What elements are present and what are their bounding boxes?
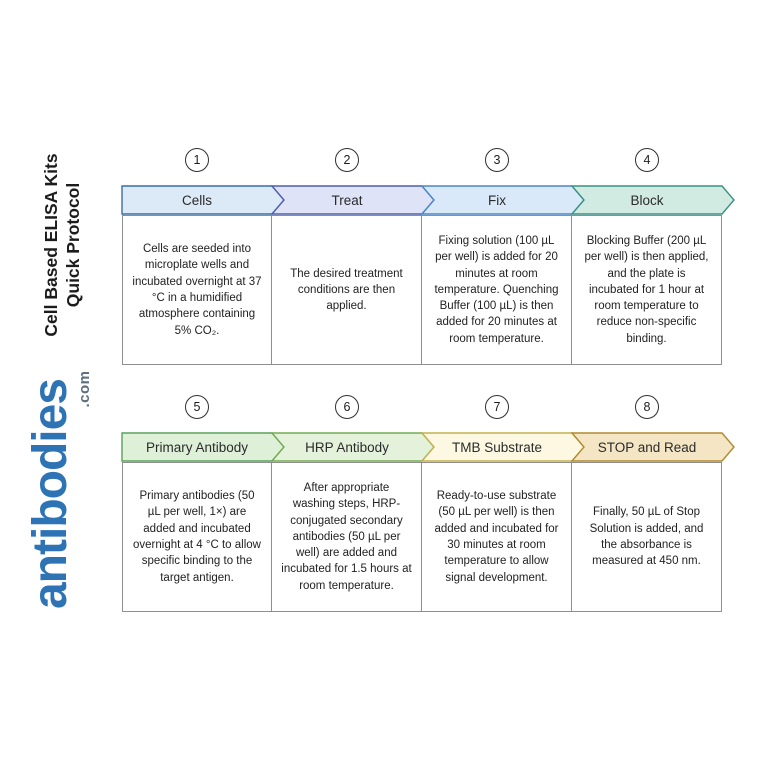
step-banner-label: Treat <box>331 192 363 208</box>
step-description-text: Finally, 50 µL of Stop Solution is added… <box>589 506 704 568</box>
step-3-fix: 3 Fix Fixing solution (100 µL per well) … <box>420 148 585 365</box>
step-number: 7 <box>493 400 501 414</box>
step-description-text: Fixing solution (100 µL per well) is add… <box>434 234 559 345</box>
step-description-box: Cells are seeded into microplate wells a… <box>122 215 272 365</box>
step-banner: Cells <box>121 185 285 215</box>
step-number: 4 <box>643 153 651 167</box>
diagram-title-line1: Cell Based ELISA Kits <box>41 153 61 337</box>
step-description-text: The desired treatment conditions are the… <box>290 267 403 313</box>
step-description-text: Primary antibodies (50 µL per well, 1×) … <box>133 490 261 584</box>
step-banner-label: STOP and Read <box>597 439 697 455</box>
step-7-tmb-substrate: 7 TMB Substrate Ready-to-use substrate (… <box>420 395 585 612</box>
step-description-box: Ready-to-use substrate (50 µL per well) … <box>422 462 572 612</box>
step-banner: HRP Antibody <box>270 432 435 462</box>
step-banner: Fix <box>420 185 585 215</box>
step-1-cells: 1 Cells Cells are seeded into microplate… <box>121 148 285 365</box>
step-banner-label: Block <box>630 192 664 208</box>
chevron-banner-shape <box>570 432 735 462</box>
protocol-row-1: 1 Cells Cells are seeded into microplate… <box>121 148 735 365</box>
brand-wordmark: antibodies <box>24 378 77 610</box>
step-description-text: Ready-to-use substrate (50 µL per well) … <box>434 490 559 584</box>
protocol-row-2: 5 Primary Antibody Primary antibodies (5… <box>121 395 735 612</box>
chevron-polygon <box>570 432 735 462</box>
step-number: 8 <box>643 400 651 414</box>
step-description-box: After appropriate washing steps, HRP-con… <box>272 462 422 612</box>
step-number-badge: 5 <box>185 395 209 419</box>
step-8-stop-and-read: 8 STOP and Read Finally, 50 µL of Stop S… <box>570 395 735 612</box>
step-number: 2 <box>343 153 351 167</box>
step-number-badge: 8 <box>635 395 659 419</box>
step-banner-label: TMB Substrate <box>451 439 543 455</box>
diagram-title-line2: Quick Protocol <box>63 182 83 308</box>
step-banner: Treat <box>270 185 435 215</box>
step-description-box: Fixing solution (100 µL per well) is add… <box>422 215 572 365</box>
step-number-badge: 3 <box>485 148 509 172</box>
step-banner-label: Cells <box>181 192 212 208</box>
step-description-box: The desired treatment conditions are the… <box>272 215 422 365</box>
step-number: 3 <box>493 153 501 167</box>
step-description-box: Finally, 50 µL of Stop Solution is added… <box>572 462 722 612</box>
step-number-badge: 2 <box>335 148 359 172</box>
step-number: 5 <box>193 400 201 414</box>
step-banner: STOP and Read <box>570 432 735 462</box>
step-description-box: Primary antibodies (50 µL per well, 1×) … <box>122 462 272 612</box>
diagram-title: Cell Based ELISA Kits Quick Protocol <box>40 120 86 370</box>
step-banner: Primary Antibody <box>121 432 285 462</box>
step-banner-label: Primary Antibody <box>145 439 249 455</box>
brand-tld: .com <box>76 370 93 408</box>
step-description-box: Blocking Buffer (200 µL per well) is the… <box>572 215 722 365</box>
step-4-block: 4 Block Blocking Buffer (200 µL per well… <box>570 148 735 365</box>
step-banner-label: HRP Antibody <box>305 439 389 455</box>
chevron-polygon <box>570 185 735 215</box>
step-banner: TMB Substrate <box>420 432 585 462</box>
step-banner: Block <box>570 185 735 215</box>
step-number-badge: 6 <box>335 395 359 419</box>
step-number: 6 <box>343 400 351 414</box>
step-number-badge: 7 <box>485 395 509 419</box>
step-description-text: Cells are seeded into microplate wells a… <box>132 243 262 337</box>
step-2-treat: 2 Treat The desired treatment conditions… <box>270 148 435 365</box>
step-6-hrp-antibody: 6 HRP Antibody After appropriate washing… <box>270 395 435 612</box>
chevron-banner-shape <box>570 185 735 215</box>
step-number-badge: 1 <box>185 148 209 172</box>
step-number-badge: 4 <box>635 148 659 172</box>
step-description-text: After appropriate washing steps, HRP-con… <box>281 481 412 592</box>
step-5-primary-antibody: 5 Primary Antibody Primary antibodies (5… <box>121 395 285 612</box>
step-number: 1 <box>193 153 201 167</box>
step-banner-label: Fix <box>488 192 506 208</box>
step-description-text: Blocking Buffer (200 µL per well) is the… <box>584 234 709 345</box>
